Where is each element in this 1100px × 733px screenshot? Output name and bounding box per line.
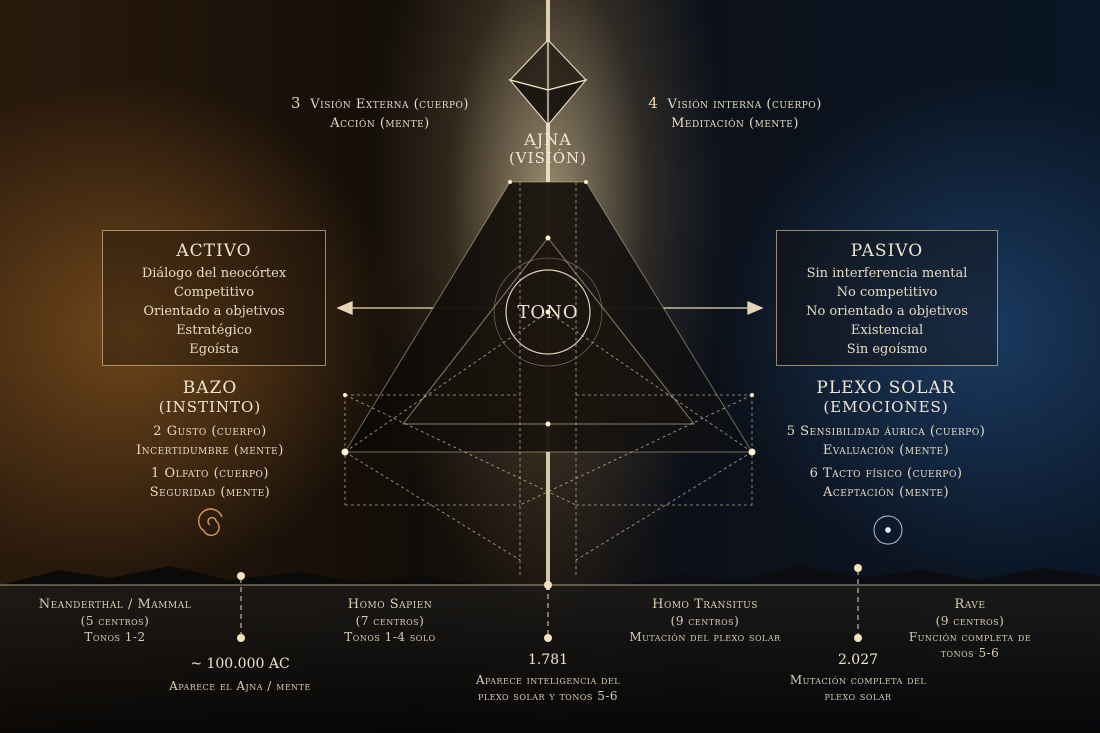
sense2-number: 2 [153,424,163,439]
era-name: Rave [954,597,986,612]
bazo-subtitle: (INSTINTO) [158,398,262,416]
marker-line2: plexo solar y tonos 5-6 [477,689,619,703]
activo-item: Diálogo del neocórtex [141,266,287,281]
era-centers: (5 centros) [80,614,150,628]
activo-item: Orientado a objetivos [143,304,285,319]
plexo-subtitle: (EMOCIONES) [823,398,949,416]
plexo-sense6: 6 Tacto físico (cuerpo) Aceptación (ment… [775,464,997,502]
sense1-line1: Olfato (cuerpo) [164,466,269,481]
bazo-sense2: 2 Gusto (cuerpo) Incertidumbre (mente) [110,422,310,460]
era-name: Homo Sapien [347,597,433,612]
sense3-number: 3 [290,94,302,112]
bazo-title: BAZO [182,378,238,398]
horizon-sea [0,585,1100,733]
pasivo-item: No orientado a objetivos [806,304,968,319]
marker-date: 2.027 [837,652,879,668]
mountains-right [620,566,1100,585]
bazo-sense1: 1 Olfato (cuerpo) Seguridad (mente) [110,464,310,502]
pasivo-item: No competitivo [836,285,938,300]
sense4-label: 4 Visión interna (cuerpo) Meditación (me… [625,94,845,133]
marker-line1: Mutación completa del [789,673,927,687]
pasivo-title: PASIVO [850,241,924,261]
tono-circle [493,257,603,367]
sense1-line2: Seguridad (mente) [149,485,271,500]
pasivo-box: PASIVO Sin interferencia mental No compe… [776,230,998,366]
sense3-label: 3 Visión Externa (cuerpo) Acción (mente) [270,94,490,133]
ajna-title: AJNA [524,130,572,149]
marker-line2: plexo solar [824,689,892,703]
pasivo-item: Existencial [850,323,924,338]
marker-1781: 1.781 Aparece inteligencia del plexo sol… [450,652,646,704]
dashed-connectors [344,182,753,575]
ajna-glyph [508,39,588,126]
spiral-icon [198,508,223,537]
sense1-number: 1 [151,466,160,481]
ajna-subtitle: (VISIÓN) [508,149,588,167]
marker-line1: Aparece inteligencia del [475,673,621,687]
sense5-line2: Evaluación (mente) [822,443,950,458]
marker-date: 1.781 [527,652,569,668]
marker-2027: 2.027 Mutación completa del plexo solar [770,652,946,704]
era-homo-sapien: Homo Sapien (7 centros) Tonos 1-4 solo [300,597,480,645]
marker-line1: Aparece el Ajna / mente [169,679,311,693]
sense6-line2: Aceptación (mente) [822,485,950,500]
era-tones: Tonos 1-4 solo [344,630,436,644]
ajna-label: AJNA (VISIÓN) [488,130,608,167]
tono-label: TONO [517,302,579,323]
pasivo-item: Sin interferencia mental [806,266,968,281]
era-tones: Función completa de [908,630,1032,644]
era-tones: Mutación del plexo solar [629,630,781,644]
era-centers: (9 centros) [670,614,740,628]
activo-box: ACTIVO Diálogo del neocórtex Competitivo… [102,230,326,366]
era-name: Homo Transitus [652,597,758,612]
sense4-number: 4 [648,94,659,112]
sense2-line2: Incertidumbre (mente) [136,443,284,458]
nodes [341,180,756,456]
sense3-line2: Acción (mente) [330,116,430,131]
sense6-line1: Tacto físico (cuerpo) [823,466,963,481]
era-name: Neanderthal / Mammal [38,597,192,612]
mountains-left [0,566,480,585]
activo-item: Egoísta [189,342,239,357]
era-rave: Rave (9 centros) Función completa de ton… [890,597,1050,661]
sun-icon [873,515,903,545]
era-homo-transitus: Homo Transitus (9 centros) Mutación del … [610,597,800,645]
plexo-title: PLEXO SOLAR [816,378,956,398]
sense6-number: 6 [809,466,819,481]
plexo-block: PLEXO SOLAR (EMOCIONES) 5 Sensibilidad á… [775,378,997,502]
activo-title: ACTIVO [176,241,252,261]
era-tones-2: tonos 5-6 [940,646,1000,660]
plexo-sense5: 5 Sensibilidad áurica (cuerpo) Evaluació… [775,422,997,460]
activo-item: Estratégico [176,323,252,338]
sense5-line1: Sensibilidad áurica (cuerpo) [800,424,986,439]
sense4-line1: Visión interna (cuerpo) [667,97,822,112]
marker-date: ~ 100.000 AC [190,656,290,672]
sense3-line1: Visión Externa (cuerpo) [310,97,469,112]
era-centers: (9 centros) [935,614,1005,628]
timeline-dots [237,564,862,642]
sense2-line1: Gusto (cuerpo) [166,424,267,439]
marker-100000ac: ~ 100.000 AC Aparece el Ajna / mente [150,656,330,694]
activo-item: Competitivo [173,285,255,300]
pasivo-item: Sin egoísmo [846,342,928,357]
era-tones: Tonos 1-2 [84,630,146,644]
sense4-line2: Meditación (mente) [671,116,799,131]
bazo-block: BAZO (INSTINTO) 2 Gusto (cuerpo) Incerti… [110,378,310,502]
sense5-number: 5 [786,424,796,439]
era-neanderthal: Neanderthal / Mammal (5 centros) Tonos 1… [20,597,210,645]
era-centers: (7 centros) [355,614,425,628]
